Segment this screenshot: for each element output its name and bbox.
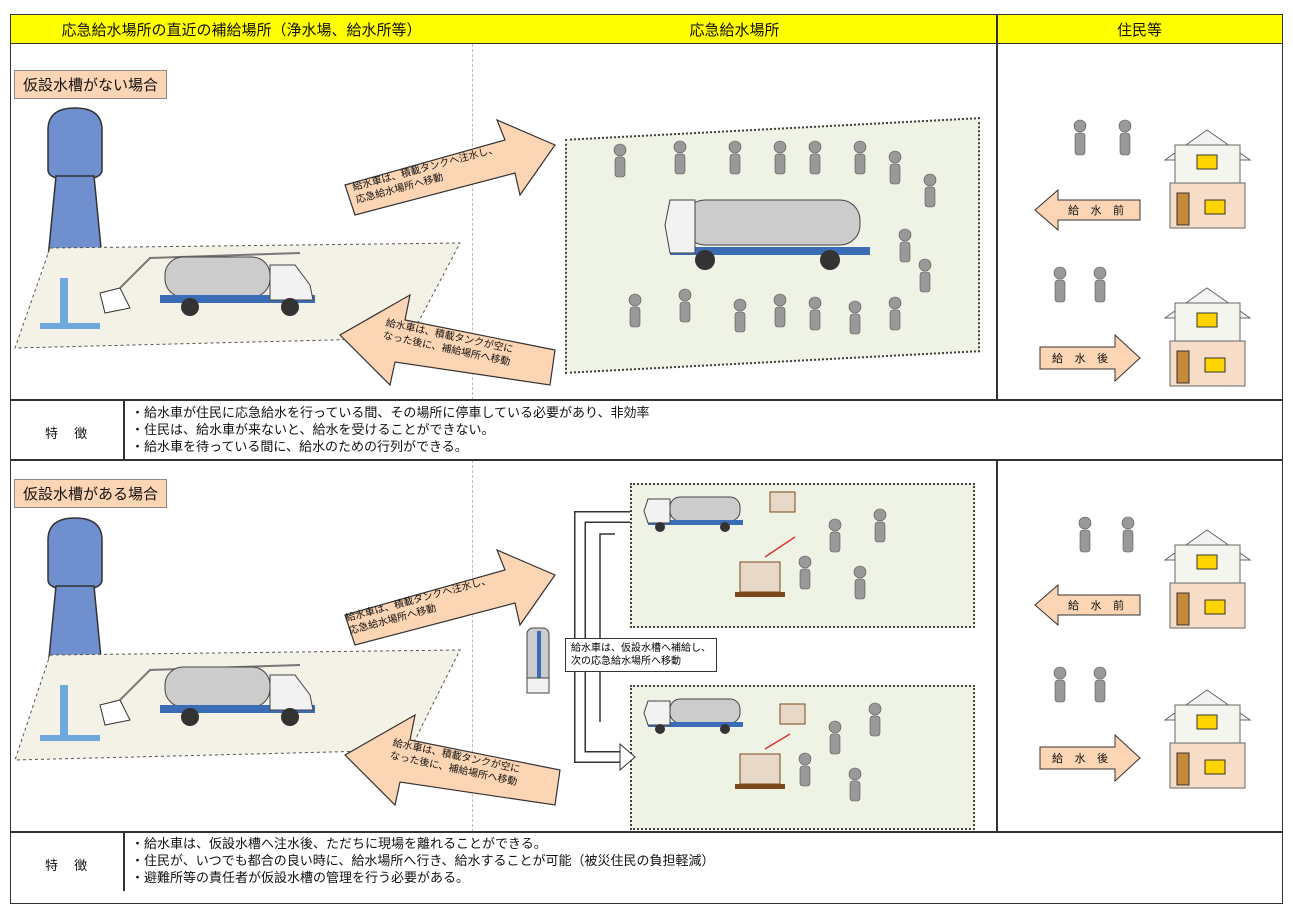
feature-2-1: ・給水車は、仮設水槽へ注水後、ただちに現場を離れることができる。 [131,837,547,852]
arrow-back-1 [339,293,556,387]
arrow-after-2-text: 給 水 後 [1052,752,1112,765]
divider-feature1-label [123,399,125,460]
residents-before-2 [1078,516,1135,553]
house-icon [1163,287,1252,387]
divider-col-right [996,15,998,400]
site-people-1 [613,140,937,335]
feature-1-3: ・給水車を待っている間に、給水のための行列ができる。 [131,440,468,455]
header-col-site: 応急給水場所 [472,15,997,44]
case1-label: 仮設水槽がない場合 [14,70,168,99]
arrow-before-1-text: 給 水 前 [1068,204,1128,217]
house-icon [1163,529,1252,629]
feature-label-1: 特 徴 [45,427,94,442]
feature-label-2: 特 徴 [45,859,94,874]
site-contents-2a [643,491,887,600]
house-icon [1163,689,1252,789]
divider-case1-bottom [11,399,1282,401]
header-col-supply: 応急給水場所の直近の補給場所（浄水場、給水所等） [11,15,472,44]
house-icon [1163,129,1252,229]
truck-small-icon [526,627,550,694]
arrow-to-site-1 [344,118,556,216]
arrow-before-1 [1034,188,1141,232]
arrow-after-1 [1039,333,1141,383]
water-truck-icon [160,256,315,316]
feature-2-3: ・避難所等の責任者が仮設水槽の管理を行う必要がある。 [131,871,470,886]
arrow-after-2 [1039,733,1141,783]
arrow-back-2 [344,713,561,807]
feature-list-1: ・給水車が住民に応急給水を行っている間、その場所に停車している必要があり、非効率… [131,405,649,456]
move-note-box: 給水車は、仮設水槽へ補給し、 次の応急給水場所へ移動 [565,638,717,672]
case2-label: 仮設水槽がある場合 [14,479,168,508]
header-col-site-text: 応急給水場所 [689,20,780,39]
arrow-before-2-text: 給 水 前 [1068,599,1128,612]
feature-2-2: ・住民が、いつでも都合の良い時に、給水場所へ行き、給水することが可能（被災住民の… [131,854,715,869]
feature-1-2: ・住民は、給水車が来ないと、給水を受けることができない。 [131,423,495,438]
site-contents-2b [643,698,882,802]
residents-after-2 [1053,666,1107,703]
divider-feature2-label [123,831,125,891]
water-truck-icon [160,666,315,726]
divider-col-left-1 [472,44,473,400]
feature-1-1: ・給水車が住民に応急給水を行っている間、その場所に停車している必要があり、非効率 [131,406,650,421]
divider-feature1-bottom [11,459,1282,461]
residents-after-1 [1053,266,1107,303]
header-col-supply-text: 応急給水場所の直近の補給場所（浄水場、給水所等） [61,20,422,39]
arrow-to-site-2 [344,548,556,646]
arrow-before-2 [1034,583,1141,627]
feature-list-2: ・給水車は、仮設水槽へ注水後、ただちに現場を離れることができる。 ・住民が、いつ… [131,836,714,887]
header-col-residents: 住民等 [997,15,1282,44]
header-col-residents-text: 住民等 [1116,20,1162,39]
arrow-after-1-text: 給 水 後 [1052,352,1112,365]
bracket-arrow [574,511,636,772]
residents-before-1 [1073,119,1132,156]
divider-case2-bottom [11,831,1282,833]
divider-col-right-2 [996,460,998,832]
divider-col-left-2 [472,460,473,832]
